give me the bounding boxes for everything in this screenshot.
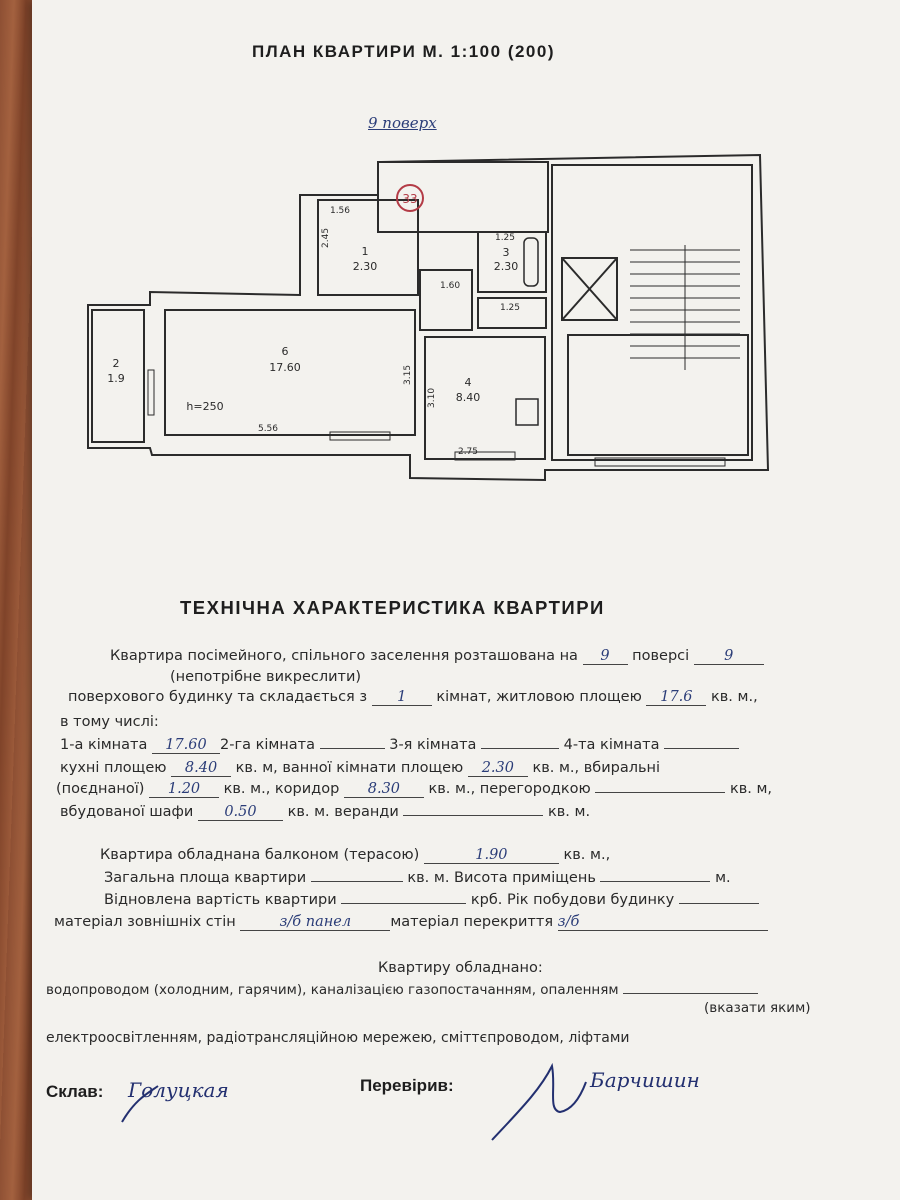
living-area: 17.6 [646, 689, 707, 706]
checked-label: Перевірив: [360, 1076, 454, 1095]
section-title: ТЕХНІЧНА ХАРАКТЕРИСТИКА КВАРТИРИ [180, 597, 605, 618]
room-2-id: 2 [113, 357, 120, 370]
checked-signature: Барчишин [590, 1068, 700, 1092]
room-1-walls [317, 199, 419, 296]
floor-value: 9 [582, 648, 628, 665]
compiled-signature: Голуцкая [128, 1078, 229, 1102]
room-4-area: 8.40 [456, 391, 481, 404]
room-2-walls [91, 309, 145, 443]
room-6-area: 17.60 [269, 361, 301, 374]
stair-walls [551, 164, 753, 461]
dim-6: 3.10 [427, 388, 437, 408]
form-line-15: (вказати яким) [704, 1000, 811, 1016]
form-line-1: Квартира посімейного, спільного заселенн… [110, 648, 764, 665]
elevator-box [561, 257, 618, 321]
landing [567, 334, 749, 456]
plan-title: ПЛАН КВАРТИРИ М. 1:100 (200) [252, 42, 556, 61]
form-line-14: водопроводом (холодним, гарячим), каналі… [46, 982, 758, 998]
form-line-4: в тому числі: [60, 714, 159, 730]
balcony-area: 1.90 [423, 847, 559, 864]
compiled-label: Склав: [46, 1082, 104, 1101]
wardrobe-area: 0.50 [197, 804, 283, 821]
slab-material: з/б [557, 914, 768, 931]
room-1-area: 2.30 [353, 260, 378, 273]
toilet-walls [477, 297, 547, 329]
dim-1: 1.56 [330, 206, 350, 216]
form-line-8: вбудованої шафи 0.50 кв. м. веранди кв. … [60, 804, 591, 821]
floor-note: 9 поверх [368, 114, 437, 132]
form-line-9: Квартира обладнана балконом (терасою) 1.… [100, 847, 611, 864]
dim-4: 5.56 [258, 424, 278, 434]
dim-3: 1.25 [495, 233, 515, 243]
walls-material: з/б панел [240, 914, 391, 931]
dim-5: 3.15 [403, 365, 413, 385]
dim-9: 1.25 [500, 303, 520, 313]
form-line-11: Відновлена вартість квартири крб. Рік по… [104, 892, 759, 908]
rooms-count: 1 [371, 689, 432, 706]
form-line-7: (поєднаної) 1.20 кв. м., коридор 8.30 кв… [56, 781, 773, 798]
room-4-id: 4 [465, 376, 472, 389]
room-3-area: 2.30 [494, 260, 519, 273]
dim-2: 2.45 [321, 228, 331, 248]
floor-plan: 33 1 2.30 2 1.9 3 2.30 4 8.40 6 17.60 h=… [87, 153, 770, 482]
bathroom-area: 2.30 [467, 760, 528, 777]
form-line-2: (непотрібне викреслити) [170, 669, 362, 685]
form-line-6: кухні площею 8.40 кв. м, ванної кімнати … [60, 760, 661, 777]
corridor-area: 8.30 [343, 781, 424, 798]
room-6-id: 6 [282, 345, 289, 358]
room-4-walls [424, 336, 546, 460]
toilet-area: 1.20 [149, 781, 220, 798]
room-1-id: 1 [362, 245, 369, 258]
room1-area: 17.60 [152, 737, 220, 754]
apartment-number-badge [396, 184, 424, 212]
storeys-value: 9 [693, 648, 764, 665]
document-sheet [32, 0, 900, 1200]
form-line-10: Загальна площа квартири кв. м. Висота пр… [104, 870, 731, 886]
dim-7: 2.75 [458, 447, 478, 457]
dim-8: 1.60 [440, 281, 460, 291]
form-line-3: поверхового будинку та складається з 1 к… [68, 689, 758, 706]
plan-outer-wall [87, 153, 770, 482]
form-line-13: Квартиру обладнано: [378, 960, 543, 976]
ceiling-height: h=250 [186, 400, 223, 413]
bathtub-icon [523, 237, 539, 287]
form-line-16: електроосвітленням, радіотрансляційною м… [46, 1030, 630, 1046]
badge-text: 33 [402, 192, 417, 206]
corridor-walls [419, 269, 473, 331]
room-3-id: 3 [503, 246, 510, 259]
room-6-walls [164, 309, 416, 436]
upper-box [377, 161, 549, 233]
stove-icon [515, 398, 539, 426]
room-2-area: 1.9 [107, 372, 125, 385]
kitchen-area: 8.40 [171, 760, 232, 777]
